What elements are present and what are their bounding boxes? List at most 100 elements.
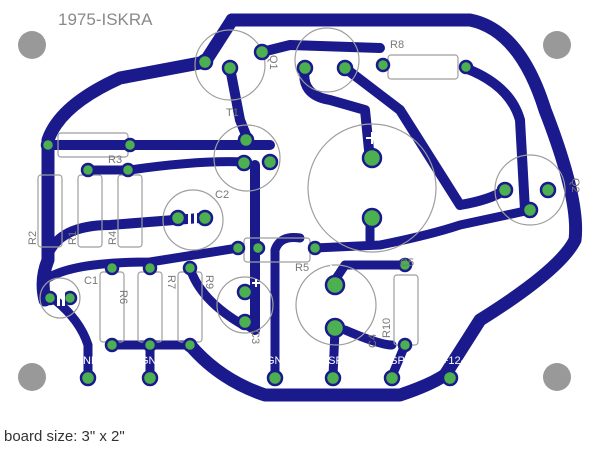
r2-outline	[37, 174, 63, 248]
pad-c3-b	[236, 313, 254, 331]
pads	[40, 43, 557, 387]
label-r10: R10	[381, 317, 393, 338]
bigcap-bar-2	[358, 190, 386, 194]
pad-t1-a	[237, 131, 255, 149]
pad-r3-b	[122, 137, 138, 153]
pad-bigcap-a	[361, 147, 383, 169]
label-r8: R8	[390, 39, 405, 51]
c2-bar-2	[194, 210, 197, 228]
trace-c4-gnd	[330, 260, 405, 285]
pad-r8-right	[458, 59, 474, 75]
label-c3: C3	[249, 330, 261, 345]
pad-c1-b	[62, 290, 78, 306]
c4-bar-2	[325, 308, 345, 311]
mount-hole-top-left	[18, 31, 46, 59]
c3-outline	[216, 276, 274, 334]
pad-c4-a	[324, 274, 346, 296]
pad-q1-a	[196, 53, 214, 71]
bigcap-bar-1	[358, 183, 386, 187]
label-lsp2: LSP2	[322, 355, 349, 367]
trace-bottom-outer	[183, 338, 452, 402]
label-r2: R2	[27, 230, 39, 245]
c4-bar-1	[325, 302, 345, 305]
pad-r7-top	[142, 260, 158, 276]
plus-c4	[326, 265, 336, 275]
r6-outline	[99, 271, 125, 343]
label-input: INPUT	[80, 355, 113, 367]
plus-c3	[252, 279, 260, 287]
pad-c3-a	[236, 283, 254, 301]
r10-outline	[393, 274, 419, 346]
trace-c2-left	[43, 213, 205, 260]
label-r7: R7	[165, 275, 177, 290]
r8-outline	[387, 54, 459, 80]
pad-lsp5	[383, 369, 401, 387]
pad-c1-a	[42, 290, 58, 306]
q2-outline	[494, 154, 566, 226]
pad-r5-left	[230, 240, 246, 256]
trace-q1-t1	[225, 63, 253, 145]
pad-lsp2	[324, 369, 342, 387]
label-c4: C4	[367, 333, 379, 348]
pad-r9-top	[182, 260, 198, 276]
c4-outline	[295, 264, 377, 346]
label-r9: R9	[203, 275, 215, 290]
c2-outline	[162, 189, 224, 251]
pad-r4-top	[120, 162, 136, 178]
label-r6: R6	[117, 290, 129, 305]
label-q2: Q2	[569, 178, 581, 193]
c1-bar-1	[57, 290, 60, 306]
pad-c2-a	[169, 209, 187, 227]
q1b-outline	[294, 27, 360, 93]
label-q1: Q1	[267, 55, 279, 70]
label-c2: C2	[215, 189, 230, 201]
trace-top-left-to-q1	[198, 13, 239, 69]
pad-r10-bot	[397, 337, 413, 353]
mount-hole-bottom-left	[18, 363, 46, 391]
pad-r5-right	[307, 240, 323, 256]
t1-outline	[213, 124, 281, 192]
label-t1: T1	[226, 107, 239, 119]
copper-traces	[36, 13, 583, 402]
trace-q1-r8	[257, 40, 385, 57]
pad-vcc	[441, 369, 459, 387]
pad-r10-top	[397, 257, 413, 273]
label-r3: R3	[108, 154, 123, 166]
label-c5: C5	[400, 257, 415, 269]
pad-r5-mid	[250, 240, 266, 256]
trace-r5	[40, 243, 243, 285]
cap-bars	[57, 183, 386, 311]
mounting-holes	[18, 31, 571, 391]
label-r1: R1	[67, 230, 79, 245]
c1-bar-2	[62, 290, 65, 306]
pad-q2-c	[539, 181, 557, 199]
pad-q2-a	[496, 181, 514, 199]
label-c1: C1	[84, 275, 99, 287]
r7-outline	[137, 271, 163, 343]
trace-r5-right	[310, 205, 535, 253]
mount-hole-bottom-right	[543, 363, 571, 391]
r4-outline	[117, 174, 143, 248]
trace-r8-q2	[460, 63, 530, 215]
pad-input	[79, 369, 97, 387]
pad-gnd2	[266, 369, 284, 387]
label-r4: R4	[107, 230, 119, 245]
bigcap-outline	[307, 123, 437, 253]
pad-q1-c	[253, 43, 271, 61]
label-vcc: +12-14V	[442, 355, 484, 367]
pad-r6-top	[104, 260, 120, 276]
pad-r7-bot	[142, 337, 158, 353]
pad-c4-b	[324, 317, 346, 339]
board-size-caption: board size: 3" x 2"	[4, 428, 125, 445]
pad-t1-b	[235, 154, 253, 172]
pad-r6-bot	[104, 337, 120, 353]
pad-q1b-b	[336, 59, 354, 77]
board-title: 1975-ISKRA	[58, 10, 153, 29]
trace-outer-loop	[36, 55, 212, 307]
label-gnd1: GND`	[140, 355, 169, 367]
pad-r8-left	[375, 57, 391, 73]
plus-bigcap	[366, 132, 378, 144]
label-lsp5: LSP5	[384, 355, 411, 367]
pad-gnd1	[141, 369, 159, 387]
